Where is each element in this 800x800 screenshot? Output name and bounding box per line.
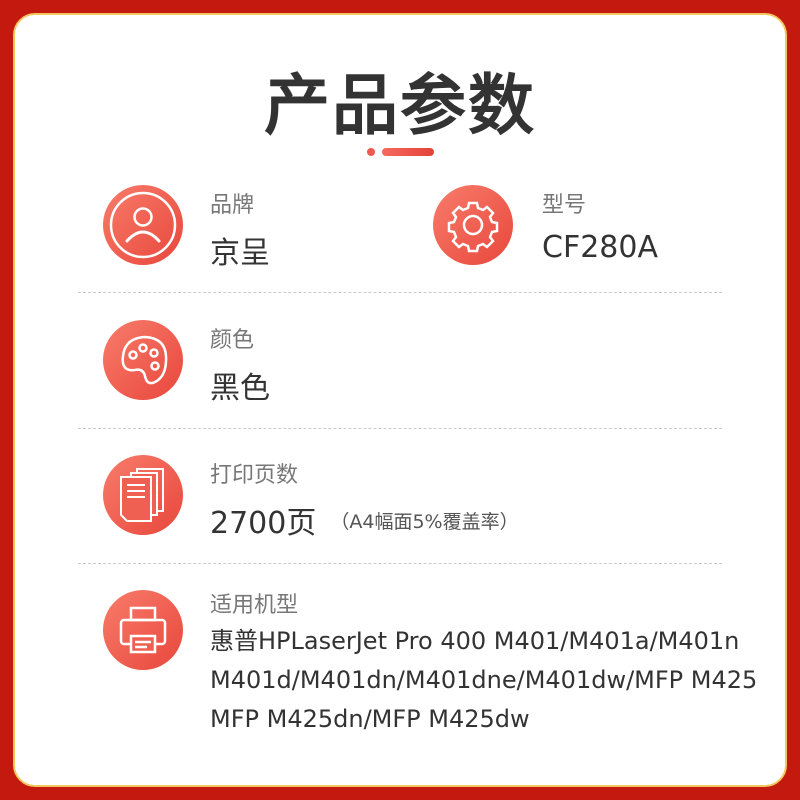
compatible-line: 惠普HPLaserJet Pro 400 M401/M401a/M401n — [210, 627, 740, 655]
palette-icon — [103, 320, 183, 400]
compatible-line: M401d/M401dn/M401dne/M401dw/MFP M425 — [210, 666, 758, 694]
page-title: 产品参数 — [264, 67, 536, 144]
compatible-label: 适用机型 — [210, 593, 299, 618]
user-icon — [103, 185, 183, 265]
divider — [78, 292, 722, 293]
divider — [78, 428, 722, 429]
title-decoration-bar — [382, 148, 434, 156]
gear-icon — [433, 185, 513, 265]
title-decoration-dot — [367, 148, 375, 156]
pages-value-row: 2700页 （A4幅面5%覆盖率） — [210, 498, 519, 542]
color-label: 颜色 — [210, 328, 255, 353]
brand-label: 品牌 — [210, 193, 255, 218]
color-value: 黑色 — [210, 371, 270, 406]
compatible-models: 惠普HPLaserJet Pro 400 M401/M401a/M401n M4… — [210, 622, 757, 739]
divider — [78, 563, 722, 564]
model-value: CF280A — [542, 230, 658, 265]
pages-note: （A4幅面5%覆盖率） — [330, 510, 519, 533]
pages-label: 打印页数 — [210, 463, 299, 488]
model-label: 型号 — [542, 193, 587, 218]
brand-value: 京呈 — [210, 236, 270, 271]
compatible-line: MFP M425dn/MFP M425dw — [210, 705, 530, 733]
documents-icon — [103, 455, 183, 535]
printer-icon — [103, 590, 183, 670]
pages-value: 2700页 — [210, 506, 317, 541]
